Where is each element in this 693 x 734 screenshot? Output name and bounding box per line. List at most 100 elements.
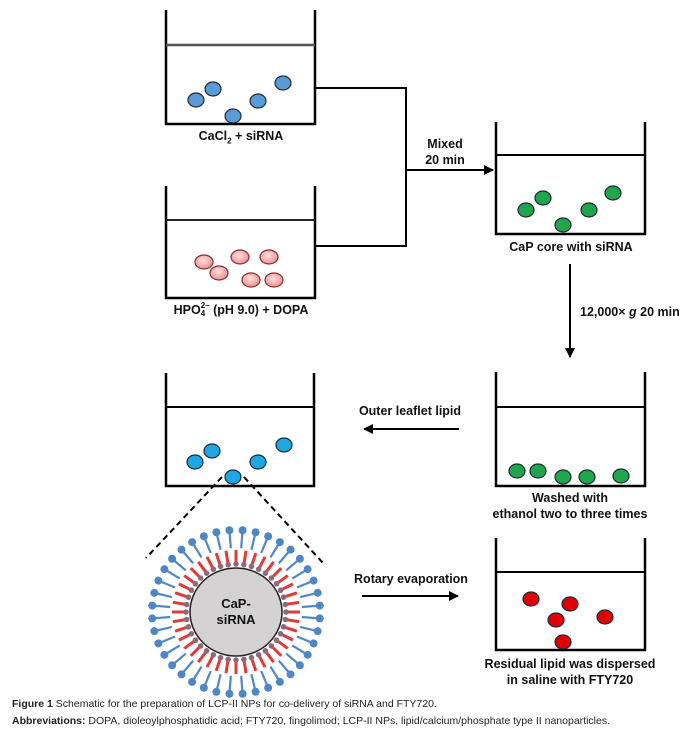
outer-lipid bbox=[291, 644, 312, 659]
outer-lipid bbox=[212, 528, 222, 551]
inner-lipid bbox=[172, 609, 189, 615]
lcp-nanoparticle bbox=[148, 526, 324, 698]
inner-lipid bbox=[172, 600, 190, 608]
particle bbox=[224, 469, 242, 485]
outer-lipid bbox=[168, 554, 187, 572]
outer-lipid bbox=[160, 565, 181, 580]
inner-lipid bbox=[197, 560, 210, 576]
outer-lipid bbox=[238, 526, 247, 549]
particle bbox=[554, 469, 572, 485]
outer-lipid bbox=[301, 601, 324, 610]
zoom-lines bbox=[145, 476, 324, 564]
beaker-cap-core bbox=[494, 122, 647, 236]
label-mixed: Mixed 20 min bbox=[425, 137, 465, 167]
particle bbox=[274, 75, 292, 91]
outer-lipid bbox=[260, 670, 273, 692]
inner-lipid bbox=[172, 616, 190, 624]
label-cap-core: CaP core with siRNA bbox=[509, 240, 633, 254]
particle bbox=[204, 81, 222, 97]
outer-lipid bbox=[285, 652, 304, 670]
inner-lipid bbox=[183, 574, 199, 587]
outer-lipid bbox=[278, 545, 295, 565]
particle bbox=[561, 596, 579, 612]
outer-lipid bbox=[299, 625, 322, 636]
outer-lipid bbox=[188, 538, 203, 559]
label-outer-leaflet: Outer leaflet lipid bbox=[358, 404, 462, 418]
inner-lipid bbox=[282, 600, 300, 608]
particle bbox=[522, 591, 540, 607]
particle bbox=[534, 190, 552, 206]
inner-lipid bbox=[280, 624, 298, 633]
outer-lipid bbox=[177, 545, 194, 565]
inner-lipid bbox=[197, 648, 210, 664]
label-centrifuge: 12,000× g 20 min bbox=[580, 305, 680, 319]
particle bbox=[241, 272, 261, 288]
inner-lipid bbox=[282, 616, 300, 624]
particle bbox=[230, 249, 250, 265]
inner-lipid bbox=[273, 637, 289, 650]
particle bbox=[224, 108, 242, 124]
abbreviations: Abbreviations: DOPA, dioleoylphosphatidi… bbox=[12, 715, 611, 727]
inner-lipid bbox=[178, 630, 195, 642]
inner-lipid bbox=[241, 550, 248, 568]
outer-lipid bbox=[225, 526, 234, 549]
outer-lipid bbox=[250, 528, 260, 551]
outer-lipid bbox=[150, 588, 173, 599]
inner-lipid bbox=[174, 624, 192, 633]
label-rotary: Rotary evaporation bbox=[354, 572, 468, 586]
inner-lipid bbox=[255, 651, 267, 668]
inner-lipid bbox=[224, 656, 231, 674]
outer-lipid bbox=[188, 665, 203, 686]
outer-lipid bbox=[177, 659, 194, 679]
particle bbox=[612, 468, 630, 484]
cap-sirna-core bbox=[189, 567, 283, 657]
outer-lipid bbox=[260, 532, 273, 554]
outer-lipid bbox=[150, 625, 173, 636]
particle bbox=[249, 454, 267, 470]
outer-lipid bbox=[199, 532, 212, 554]
inner-lipid bbox=[262, 560, 275, 576]
beaker-outer-lipid bbox=[164, 373, 316, 488]
particle bbox=[580, 202, 598, 218]
label-cacl2: CaCl2 + siRNA bbox=[198, 129, 284, 146]
particle bbox=[578, 469, 596, 485]
outer-lipid bbox=[299, 588, 322, 599]
outer-lipid bbox=[154, 576, 176, 589]
inner-lipid bbox=[183, 637, 199, 650]
particle bbox=[596, 609, 614, 625]
outer-lipid bbox=[296, 635, 318, 648]
figure-caption: Figure 1 Schematic for the preparation o… bbox=[12, 698, 437, 710]
outer-lipid bbox=[212, 673, 222, 696]
particle bbox=[203, 443, 221, 459]
inner-lipid bbox=[280, 591, 298, 600]
particle bbox=[604, 185, 622, 201]
inner-lipid bbox=[214, 552, 224, 570]
outer-lipid bbox=[199, 670, 212, 692]
inner-lipid bbox=[248, 552, 258, 570]
particle bbox=[275, 437, 293, 453]
inner-lipid bbox=[174, 591, 192, 600]
particle bbox=[554, 634, 572, 650]
outer-lipid bbox=[148, 614, 171, 623]
inner-lipid bbox=[205, 651, 217, 668]
particle bbox=[547, 612, 565, 628]
particle bbox=[529, 463, 547, 479]
particle bbox=[554, 217, 572, 233]
particle bbox=[517, 202, 535, 218]
outer-lipid bbox=[278, 659, 295, 679]
inner-lipid bbox=[178, 582, 195, 594]
inner-lipid bbox=[233, 657, 239, 674]
inner-lipid bbox=[255, 556, 267, 573]
beaker-residual bbox=[494, 538, 647, 652]
outer-lipid bbox=[168, 652, 187, 670]
inner-lipid bbox=[214, 654, 224, 672]
inner-lipid bbox=[277, 582, 294, 594]
inner-lipid bbox=[189, 567, 204, 581]
inner-lipid bbox=[283, 609, 300, 615]
outer-lipid bbox=[291, 565, 312, 580]
inner-lipid bbox=[262, 648, 275, 664]
outer-lipid bbox=[285, 554, 304, 572]
outer-lipid bbox=[225, 675, 234, 698]
particle bbox=[249, 93, 267, 109]
